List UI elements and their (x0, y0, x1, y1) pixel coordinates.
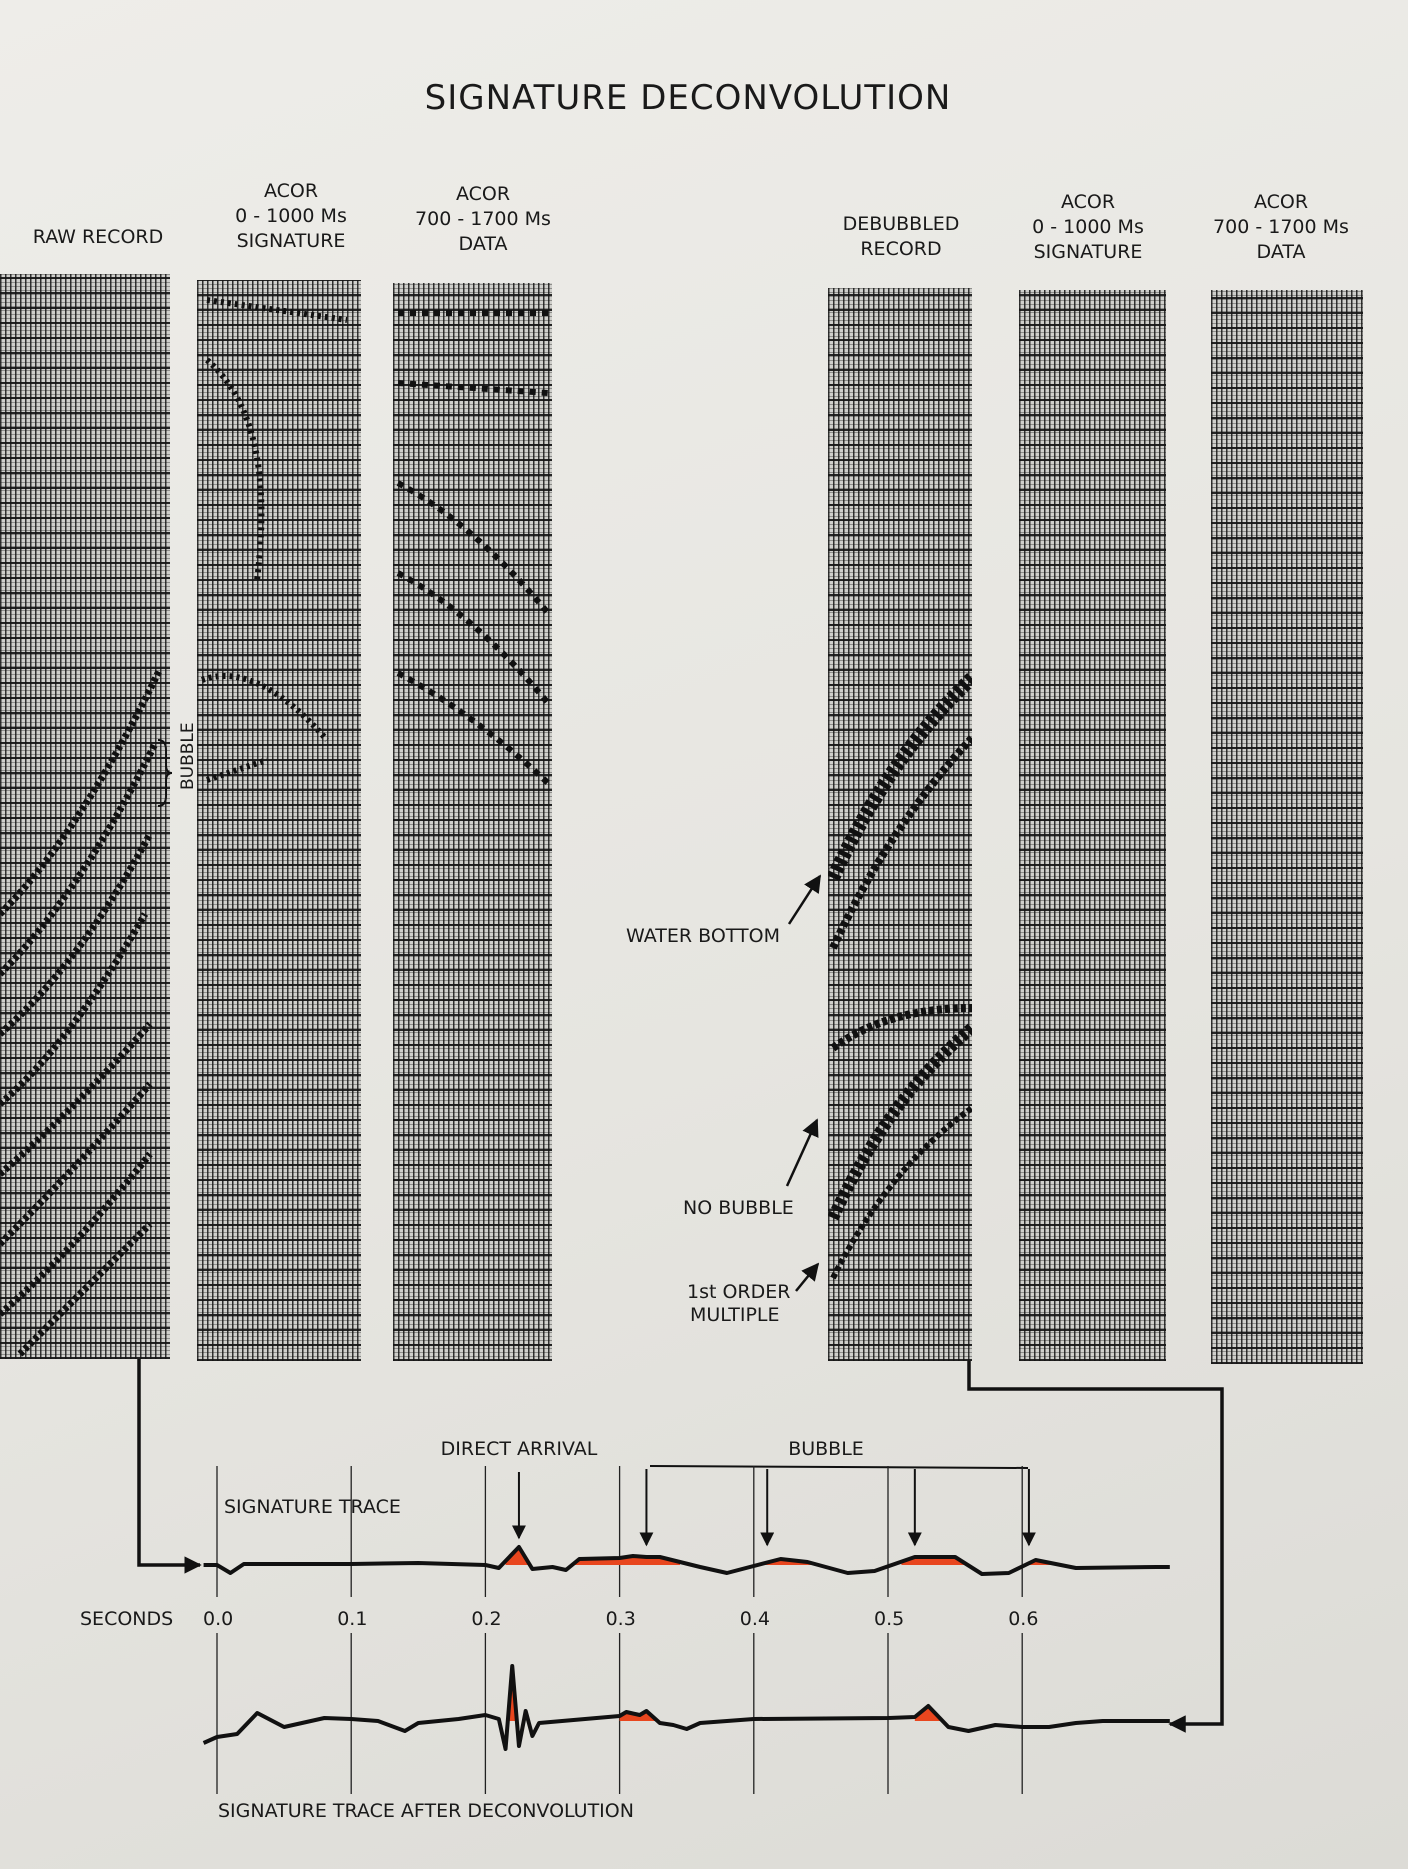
water-bottom-label: WATER BOTTOM (626, 925, 781, 947)
panel-header-raw-record: RAW RECORD (33, 225, 163, 250)
no-bubble-arrow (785, 1118, 819, 1187)
tick-label: 0.0 (203, 1608, 234, 1630)
signature-trace-label: SIGNATURE TRACE (224, 1496, 401, 1518)
raw-record-events (0, 667, 164, 1357)
deconvolved-trace-highlight (505, 1666, 942, 1721)
multiple-arrow (795, 1262, 820, 1292)
panel-header-acor-signature: ACOR 0 - 1000 Ms SIGNATURE (235, 179, 347, 254)
tick-label: 0.2 (471, 1608, 502, 1630)
raw-to-trace-connector (137, 1359, 202, 1574)
tick-label: 0.3 (605, 1608, 636, 1630)
header-line: 0 - 1000 Ms (1032, 216, 1144, 238)
no-bubble-label: NO BUBBLE (683, 1197, 794, 1219)
seconds-axis-label: SECONDS (80, 1608, 174, 1630)
deconvolved-trace (202, 1664, 1170, 1751)
header-line: DATA (458, 233, 508, 255)
panel-header-acor-data: ACOR 700 - 1700 Ms DATA (415, 182, 551, 257)
after-deconvolution-label: SIGNATURE TRACE AFTER DECONVOLUTION (218, 1800, 634, 1822)
header-line: RAW RECORD (32, 226, 164, 248)
signature-trace-highlight (505, 1547, 1056, 1565)
tick-label: 0.5 (874, 1608, 905, 1630)
bubble-vertical-label: BUBBLE (178, 722, 198, 790)
tick-label: 0.6 (1008, 1608, 1039, 1630)
first-order-label: 1st ORDER (687, 1281, 791, 1303)
acor-signature-events (200, 297, 348, 783)
panel-header-debubbled-record: DEBUBBLED RECORD (843, 212, 960, 262)
page-title: SIGNATURE DECONVOLUTION (424, 78, 952, 118)
multiple-label: MULTIPLE (690, 1304, 780, 1326)
header-line: 700 - 1700 Ms (415, 208, 551, 230)
header-line: SIGNATURE (1033, 241, 1143, 263)
header-line: ACOR (1060, 191, 1116, 213)
acor-signature-panel-2 (1019, 290, 1166, 1361)
header-line: ACOR (263, 180, 319, 202)
acor-data-panel-2 (1211, 290, 1363, 1364)
acor-data-panel (393, 283, 552, 1361)
tick-label: 0.4 (739, 1608, 771, 1630)
header-line: ACOR (455, 183, 511, 205)
header-line: DATA (1256, 241, 1306, 263)
header-line: DEBUBBLED (842, 213, 960, 235)
bubble-brace (157, 739, 173, 807)
debubbled-record-events (828, 672, 972, 1280)
debubbled-record-panel (828, 288, 972, 1361)
acor-data-events (396, 310, 551, 786)
bubble-label: BUBBLE (788, 1438, 864, 1460)
panel-header-acor-signature-2: ACOR 0 - 1000 Ms SIGNATURE (1032, 190, 1144, 265)
raw-record-panel (0, 274, 170, 1359)
signature-trace (203, 1545, 1170, 1576)
debubbled-to-trace-connector (967, 1361, 1224, 1733)
panel-header-acor-data-2: ACOR 700 - 1700 Ms DATA (1213, 190, 1349, 265)
acor-signature-panel (197, 280, 361, 1361)
bubble-bracket (649, 1465, 1029, 1469)
water-bottom-arrow (787, 874, 822, 925)
header-line: SIGNATURE (236, 230, 346, 252)
direct-arrival-label: DIRECT ARRIVAL (440, 1438, 598, 1460)
tick-label: 0.1 (337, 1608, 368, 1630)
header-line: RECORD (860, 238, 942, 260)
header-line: 700 - 1700 Ms (1213, 216, 1349, 238)
header-line: 0 - 1000 Ms (235, 205, 347, 227)
header-line: ACOR (1253, 191, 1309, 213)
